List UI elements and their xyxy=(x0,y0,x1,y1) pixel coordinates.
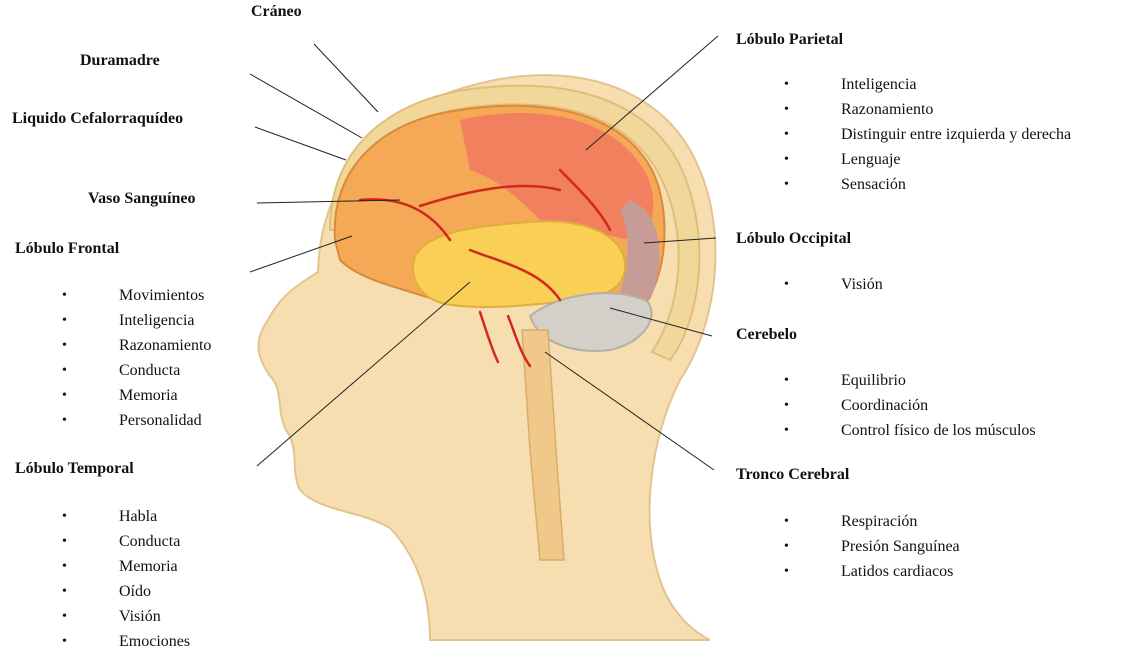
list-cerebelo: Equilibrio Coordinación Control físico d… xyxy=(784,370,1036,445)
list-item: Conducta xyxy=(62,360,211,385)
list-item: Latidos cardiacos xyxy=(784,561,960,586)
list-item: Movimientos xyxy=(62,285,211,310)
list-item: Habla xyxy=(62,506,190,531)
list-item: Visión xyxy=(62,606,190,631)
list-occipital: Visión xyxy=(784,274,883,299)
label-vaso-sanguineo: Vaso Sanguíneo xyxy=(88,190,195,208)
label-lobulo-parietal: Lóbulo Parietal xyxy=(736,31,843,49)
list-item: Memoria xyxy=(62,556,190,581)
leader-liquido xyxy=(255,127,346,160)
label-craneo: Cráneo xyxy=(251,3,302,21)
list-item: Control físico de los músculos xyxy=(784,420,1036,445)
label-lobulo-occipital: Lóbulo Occipital xyxy=(736,230,851,248)
list-parietal: Inteligencia Razonamiento Distinguir ent… xyxy=(784,74,1071,199)
list-item: Coordinación xyxy=(784,395,1036,420)
list-item: Presión Sanguínea xyxy=(784,536,960,561)
label-tronco-cerebral: Tronco Cerebral xyxy=(736,466,849,484)
list-item: Inteligencia xyxy=(62,310,211,335)
list-item: Visión xyxy=(784,274,883,299)
list-item: Emociones xyxy=(62,631,190,656)
list-item: Memoria xyxy=(62,385,211,410)
list-tronco: Respiración Presión Sanguínea Latidos ca… xyxy=(784,511,960,586)
list-frontal: Movimientos Inteligencia Razonamiento Co… xyxy=(62,285,211,435)
list-item: Respiración xyxy=(784,511,960,536)
list-item: Lenguaje xyxy=(784,149,1071,174)
label-lobulo-frontal: Lóbulo Frontal xyxy=(15,240,119,258)
label-lobulo-temporal: Lóbulo Temporal xyxy=(15,460,134,478)
list-item: Personalidad xyxy=(62,410,211,435)
list-temporal: Habla Conducta Memoria Oído Visión Emoci… xyxy=(62,506,190,656)
list-item: Inteligencia xyxy=(784,74,1071,99)
list-item: Distinguir entre izquierda y derecha xyxy=(784,124,1071,149)
leader-craneo xyxy=(314,44,378,112)
list-item: Conducta xyxy=(62,531,190,556)
label-liquido-cefalorraquideo: Liquido Cefalorraquídeo xyxy=(12,110,183,128)
list-item: Equilibrio xyxy=(784,370,1036,395)
list-item: Razonamiento xyxy=(62,335,211,360)
list-item: Razonamiento xyxy=(784,99,1071,124)
label-duramadre: Duramadre xyxy=(80,52,160,70)
label-cerebelo: Cerebelo xyxy=(736,326,797,344)
list-item: Oído xyxy=(62,581,190,606)
list-item: Sensación xyxy=(784,174,1071,199)
leader-duramadre xyxy=(250,74,362,138)
